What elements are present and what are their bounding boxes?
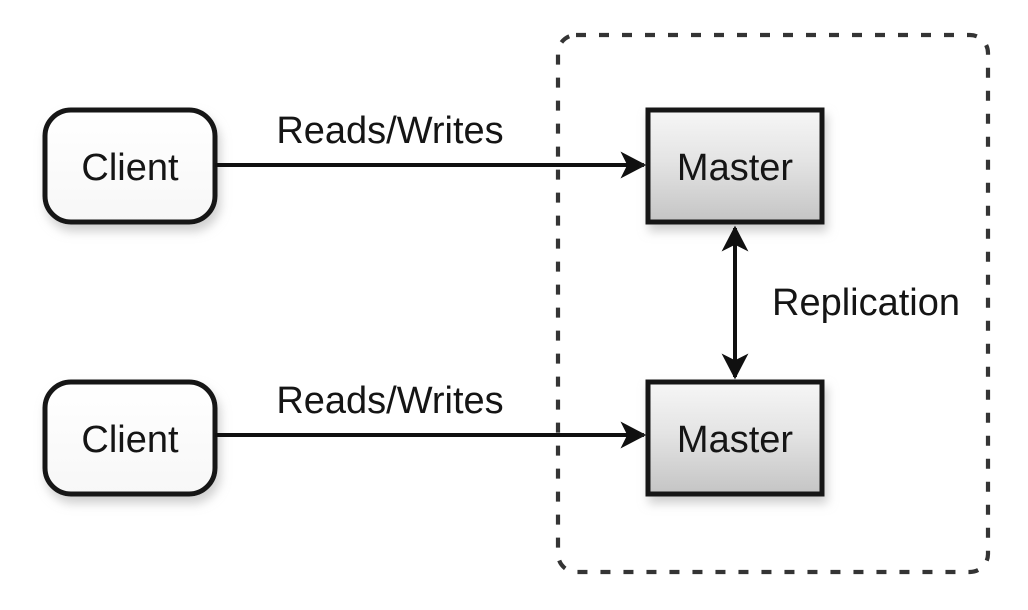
reads-writes-bottom-label: Reads/Writes xyxy=(276,380,503,422)
edge-client-bottom-to-master-bottom: Reads/Writes xyxy=(215,380,647,449)
client-top-label: Client xyxy=(81,147,179,189)
edge-client-top-to-master-top: Reads/Writes xyxy=(215,110,647,179)
reads-writes-top-label: Reads/Writes xyxy=(276,110,503,152)
master-bottom-shape xyxy=(645,379,825,497)
master-top-label: Master xyxy=(677,147,793,189)
replication-label: Replication xyxy=(772,282,960,324)
node-client-top[interactable]: Client xyxy=(42,107,218,225)
master-bottom-label: Master xyxy=(677,419,793,461)
edge-replication: Replication xyxy=(721,225,960,380)
client-bottom-label: Client xyxy=(81,419,179,461)
replication-cluster-boundary xyxy=(555,32,991,575)
client-bottom-shape xyxy=(42,379,218,497)
node-master-top[interactable]: Master xyxy=(645,107,825,225)
node-client-bottom[interactable]: Client xyxy=(42,379,218,497)
master-top-shape xyxy=(645,107,825,225)
node-master-bottom[interactable]: Master xyxy=(645,379,825,497)
